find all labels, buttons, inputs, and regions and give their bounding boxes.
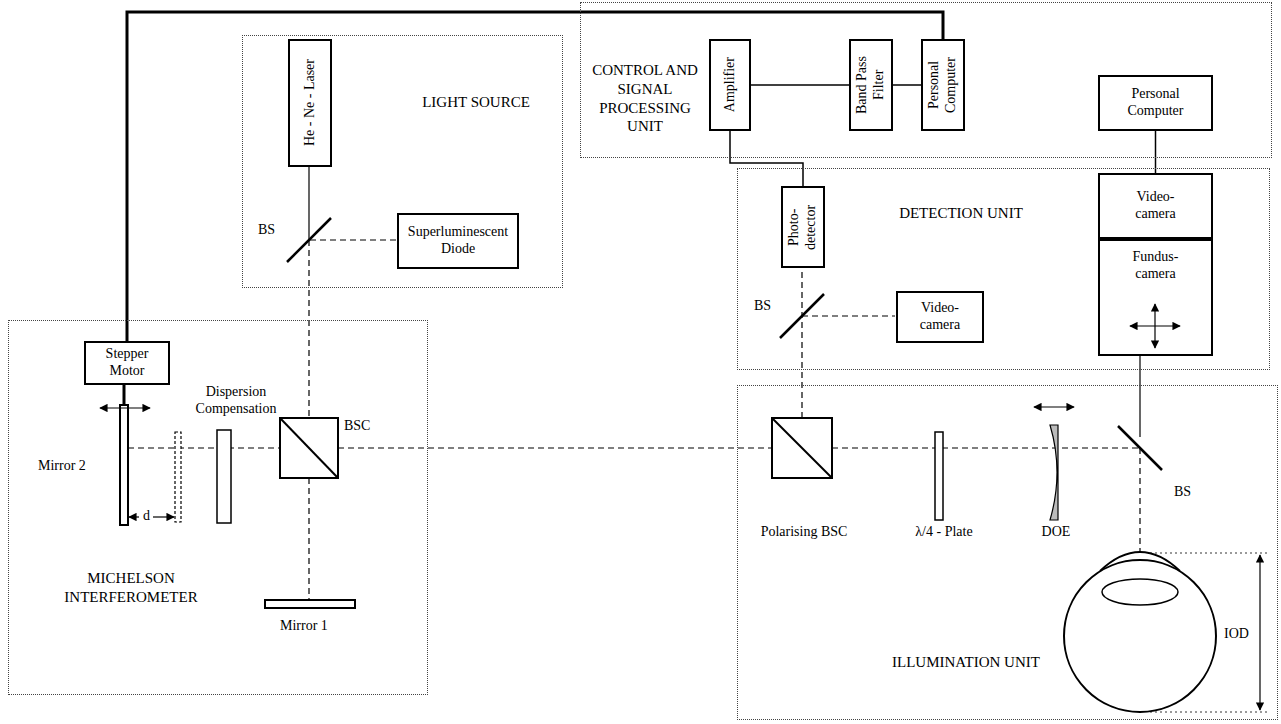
extension-line bbox=[1150, 553, 1268, 554]
part-label: BSC bbox=[342, 418, 372, 435]
box-label: Fundus- camera bbox=[1121, 249, 1191, 283]
filter-box: Band Pass Filter bbox=[849, 39, 893, 131]
fundus-camera-box: Fundus- camera bbox=[1098, 239, 1213, 356]
part-label: Mirror 1 bbox=[278, 618, 330, 635]
cornea bbox=[1100, 552, 1180, 571]
dimension-arrow bbox=[1259, 555, 1260, 710]
eye bbox=[1064, 560, 1216, 712]
box-label: He - Ne - Laser bbox=[302, 59, 319, 146]
compensation-plate bbox=[217, 430, 231, 523]
unit-group: DETECTION UNITPhoto- detectorVideo- came… bbox=[737, 168, 1270, 370]
signal-wire bbox=[730, 131, 803, 186]
beam-splitter-cube bbox=[280, 418, 338, 478]
part-label: Mirror 2 bbox=[36, 458, 88, 475]
box-label: Video- camera bbox=[910, 300, 970, 334]
amplifier-box: Amplifier bbox=[709, 39, 751, 131]
motion-arrow bbox=[1034, 406, 1074, 407]
unit-heading: CONTROL AND SIGNAL PROCESSING UNIT bbox=[585, 61, 705, 136]
diode-box: Superluminescent Diode bbox=[397, 213, 519, 269]
beam-splitter-cube bbox=[280, 418, 338, 478]
box-label: Stepper Motor bbox=[89, 346, 165, 380]
part-label: Dispersion Compensation bbox=[178, 384, 294, 418]
viewing-line bbox=[1139, 355, 1140, 437]
unit-heading: LIGHT SOURCE bbox=[393, 93, 559, 112]
motor-box: Stepper Motor bbox=[84, 341, 170, 385]
camera-box: Video- camera bbox=[1098, 173, 1213, 239]
unit-group: LIGHT SOURCE He - Ne - LaserSuperluminesc… bbox=[242, 35, 563, 288]
part-label: IOD bbox=[1222, 626, 1251, 643]
box-label: Personal Computer bbox=[1106, 86, 1206, 120]
photodetector-box: Photo- detector bbox=[781, 186, 825, 268]
beam-splitter bbox=[287, 218, 331, 262]
mirror bbox=[120, 405, 128, 525]
eye-lens bbox=[1102, 579, 1178, 605]
unit-heading: ILLUMINATION UNIT bbox=[891, 653, 1041, 672]
extension-line bbox=[1150, 712, 1268, 713]
unit-heading: MICHELSON INTERFEROMETER bbox=[31, 569, 231, 607]
motion-arrow bbox=[1154, 304, 1155, 348]
polarising-cube bbox=[772, 418, 832, 478]
camera-box: Video- camera bbox=[896, 291, 984, 343]
box-label: Superluminescent Diode bbox=[402, 224, 514, 258]
unit-group: MICHELSON INTERFEROMETER Stepper Motor bbox=[8, 320, 428, 695]
part-label: d bbox=[141, 508, 152, 525]
laser-beam bbox=[308, 166, 309, 240]
part-label: DOE bbox=[1032, 524, 1080, 541]
part-label: Polarising BSC bbox=[746, 524, 862, 541]
box-label: Amplifier bbox=[722, 57, 739, 112]
computer-box: Personal Computer bbox=[1098, 75, 1213, 131]
box-label: Personal Computer bbox=[926, 43, 960, 127]
box-label: Video- camera bbox=[1126, 189, 1186, 223]
motion-arrow bbox=[100, 407, 150, 408]
unit-group: CONTROL AND SIGNAL PROCESSING UNIT Amplif… bbox=[580, 2, 1272, 158]
part-label: BS bbox=[752, 298, 773, 315]
box-label: Photo- detector bbox=[786, 190, 820, 264]
unit-heading: DETECTION UNIT bbox=[891, 204, 1031, 223]
part-label: BS bbox=[256, 222, 277, 239]
laser-box: He - Ne - Laser bbox=[288, 39, 332, 167]
mirror-position bbox=[175, 432, 181, 522]
drive-rod bbox=[123, 384, 126, 405]
part-label: BS bbox=[1172, 484, 1193, 501]
signal-wire bbox=[127, 12, 943, 341]
beam-splitter bbox=[780, 294, 824, 338]
beam-paths bbox=[128, 240, 1140, 600]
part-label: λ/4 - Plate bbox=[892, 524, 996, 541]
dimension-arrow bbox=[153, 516, 174, 517]
signal-wire bbox=[1155, 131, 1157, 173]
mirror bbox=[265, 600, 355, 608]
dimension-arrow bbox=[129, 516, 139, 517]
diffractive-element bbox=[1050, 425, 1058, 520]
beam-splitter bbox=[1118, 426, 1162, 470]
unit-group: ILLUMINATION UNIT bbox=[737, 385, 1278, 720]
wave-plate bbox=[935, 432, 943, 520]
signal-wire bbox=[893, 84, 921, 86]
polarising-cube bbox=[772, 418, 832, 478]
computer-box: Personal Computer bbox=[921, 39, 965, 131]
signal-wire bbox=[751, 84, 849, 86]
box-label: Band Pass Filter bbox=[854, 43, 888, 127]
